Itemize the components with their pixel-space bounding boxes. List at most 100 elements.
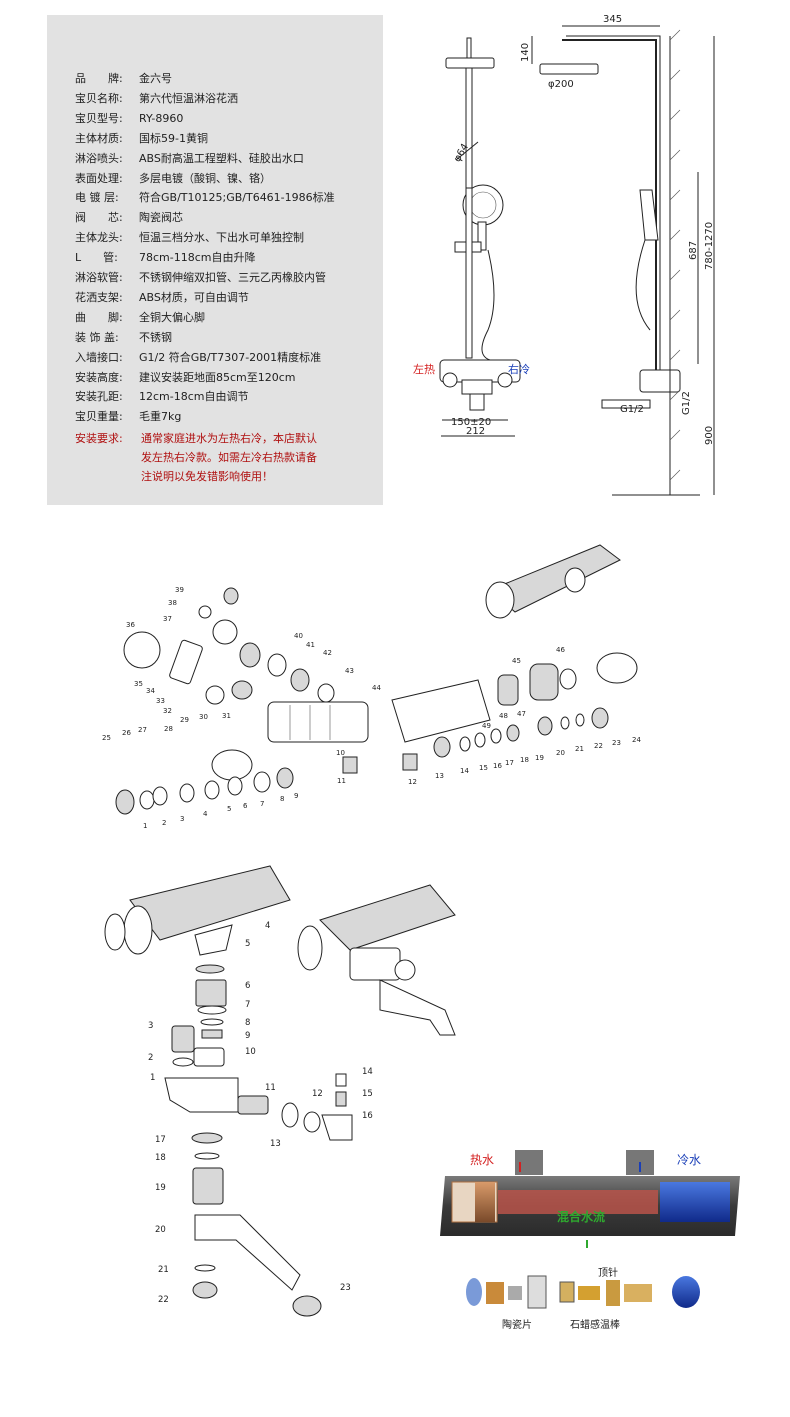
dim-phi200: φ200	[548, 79, 574, 90]
spec-value: 多层电镀（酸铜、镍、铬）	[139, 171, 271, 185]
label-hot-water: 热水	[470, 1153, 494, 1167]
part-number-label: 8	[245, 1018, 250, 1028]
part-number-label: 2	[162, 819, 166, 827]
part-number-label: 35	[134, 680, 143, 688]
part-number-label: 5	[227, 805, 231, 813]
part-number-label: 8	[280, 795, 284, 803]
part-number-label: 16	[493, 762, 502, 770]
spec-row: 入墙接口: G1/2 符合GB/T7307-2001精度标准	[75, 349, 321, 367]
spec-row: 宝贝名称:第六代恒温淋浴花洒	[75, 90, 238, 108]
front-riser-lower	[465, 187, 473, 359]
spec-row: 主体材质:国标59-1黄铜	[75, 130, 208, 148]
part-6	[195, 979, 227, 1007]
part-number-label: 13	[270, 1139, 281, 1149]
spec-label: 入墙接口:	[75, 350, 123, 364]
part-number-label: 6	[243, 802, 248, 810]
spec-value: ABS材质，可自由调节	[139, 290, 249, 304]
cover-36	[123, 631, 161, 669]
label-cold-right: 右冷	[508, 362, 530, 376]
cold-knob-46	[596, 652, 638, 684]
part-number-label: 17	[155, 1135, 166, 1145]
part-number-label: 21	[575, 745, 584, 753]
thermo-cartridge-44	[267, 701, 369, 743]
side-valve	[639, 369, 681, 393]
part-number-label: 23	[340, 1283, 351, 1293]
label-g12-b: G1/2	[681, 391, 692, 415]
spec-label: 电 镀 层:	[75, 191, 119, 205]
spec-row: 阀 芯:陶瓷阀芯	[75, 209, 183, 227]
spec-label: 安装孔距:	[75, 390, 123, 404]
requirement-line-2: 发左热右冷款。如需左冷右热款请备	[141, 451, 317, 464]
part-number-label: 22	[594, 742, 603, 750]
spec-row: 表面处理:多层电镀（酸铜、镍、铬）	[75, 170, 271, 188]
part-number-label: 10	[245, 1047, 256, 1057]
label-mixed-flow: 混合水流	[557, 1209, 605, 1224]
part-number-label: 26	[122, 729, 131, 737]
part-number-label: 44	[372, 684, 381, 692]
spec-row: 淋浴喷头:ABS耐高温工程塑料、硅胶出水口	[75, 150, 304, 168]
part-11	[237, 1095, 269, 1115]
part-number-label: 7	[245, 1000, 250, 1010]
part-number-label: 14	[362, 1067, 373, 1077]
assembled-valve-large	[297, 884, 456, 1036]
side-spout	[601, 399, 651, 409]
label-cold-water: 冷水	[677, 1153, 701, 1167]
part-5	[194, 924, 233, 956]
part-number-label: 47	[517, 710, 526, 718]
spec-row: 品 牌:金六号	[75, 70, 172, 88]
part-number-label: 2	[148, 1053, 153, 1063]
part-number-label: 11	[265, 1083, 276, 1093]
front-top-pipe	[466, 37, 472, 59]
spec-row: 安装高度: 建议安装距地面85cm至120cm	[75, 369, 296, 387]
spec-label: 安装高度:	[75, 370, 123, 384]
part-number-label: 9	[294, 792, 298, 800]
side-hand-shower	[639, 189, 659, 241]
part-number-label: 40	[294, 632, 303, 640]
requirement-line-1: 通常家庭进水为左热右冷，本店默认	[141, 432, 317, 445]
part-number-label: 6	[245, 981, 250, 991]
part-number-label: 3	[180, 815, 184, 823]
spec-value: 第六代恒温淋浴花洒	[139, 91, 238, 105]
label-g12-a: G1/2	[620, 404, 644, 415]
spec-value: 毛重7kg	[139, 410, 182, 424]
part-number-label: 48	[499, 712, 508, 720]
part-number-label: 17	[505, 759, 514, 767]
part-number-label: 14	[460, 767, 469, 775]
part-number-label: 30	[199, 713, 208, 721]
spec-value: 陶瓷阀芯	[139, 211, 183, 225]
front-riser-upper	[465, 67, 473, 189]
spec-value: 金六号	[139, 72, 172, 85]
part-number-label: 12	[312, 1089, 323, 1099]
part-number-label: 1	[143, 822, 147, 830]
spec-value: G1/2 符合GB/T7307-2001精度标准	[139, 350, 322, 364]
spec-row: 装 饰 盖:不锈钢	[75, 329, 172, 347]
part-number-label: 15	[362, 1089, 373, 1099]
front-install-drawing: φ64 左热 右冷 150±20 212	[413, 37, 530, 437]
spec-label: 装 饰 盖:	[75, 330, 119, 344]
spec-value: 恒温三档分水、下出水可单独控制	[139, 231, 304, 245]
part-3	[171, 1025, 195, 1053]
dim-150: 150±20	[451, 417, 491, 428]
spec-value: 国标59-1黄铜	[139, 131, 208, 145]
exploded-view	[115, 544, 638, 815]
side-install-drawing: 345 140 φ200 G1/2 G1/2	[520, 14, 715, 496]
part-number-label: 10	[336, 749, 345, 757]
spec-value: 全铜大偏心脚	[139, 310, 205, 324]
part-number-label: 12	[408, 778, 417, 786]
spec-value: 建议安装距地面85cm至120cm	[139, 370, 296, 384]
spec-row: 花洒支架:ABS材质，可自由调节	[75, 289, 249, 307]
assembled-valve-small	[485, 544, 621, 619]
dim-900: 900	[704, 426, 715, 445]
part-number-label: 18	[520, 756, 529, 764]
spec-row: 电 镀 层:符合GB/T10125;GB/T6461-1986标准	[75, 189, 335, 207]
part-number-label: 22	[158, 1295, 169, 1305]
spec-row: 曲 脚:全铜大偏心脚	[75, 309, 205, 327]
label-hot-left: 左热	[413, 363, 435, 376]
part-number-label: 38	[168, 599, 177, 607]
part-number-label: 37	[163, 615, 172, 623]
requirement-row: 安装要求:	[75, 430, 139, 448]
part-number-label: 32	[163, 707, 172, 715]
spec-label: 淋浴软管:	[75, 271, 123, 284]
